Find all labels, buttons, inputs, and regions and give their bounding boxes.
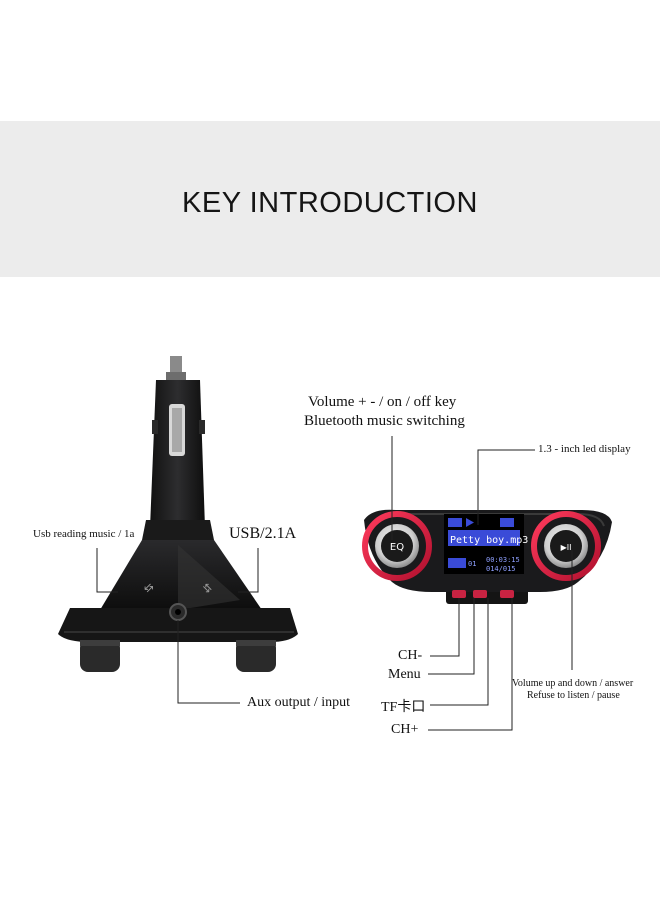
ch-plus-label: CH+ xyxy=(391,722,419,737)
refuse-label: Refuse to listen / pause xyxy=(527,690,620,701)
tf-card-label: TF卡口 xyxy=(381,700,426,715)
screen-time: 00:03:15 xyxy=(486,556,520,564)
right-callout-lines xyxy=(391,436,573,731)
volume-up-down-label: Volume up and down / answer xyxy=(512,678,634,689)
ch-minus-label: CH- xyxy=(398,648,423,663)
page-title: KEY INTRODUCTION xyxy=(182,187,478,219)
fm-transmitter-device xyxy=(362,509,612,604)
menu-label: Menu xyxy=(388,667,421,682)
screen-track-name: Petty boy.mp3 xyxy=(450,535,528,546)
header-banner xyxy=(0,121,660,277)
play-pause-button-label: ▶II xyxy=(561,543,572,552)
screen-track-count: 014/015 xyxy=(486,565,516,573)
usb-power-label: USB/2.1A xyxy=(229,525,297,542)
left-callout-lines xyxy=(96,548,259,704)
car-charger-device: ⇆ ⇆ xyxy=(58,356,298,672)
screen-channel: 01 xyxy=(468,560,476,568)
usb-reading-label: Usb reading music / 1a xyxy=(33,528,135,540)
bluetooth-switching-label: Bluetooth music switching xyxy=(304,413,465,429)
aux-label: Aux output / input xyxy=(247,695,351,710)
eq-button-label: EQ xyxy=(390,542,404,553)
volume-key-label: Volume + - / on / off key xyxy=(308,394,457,410)
led-display-label: 1.3 - inch led display xyxy=(538,443,631,455)
